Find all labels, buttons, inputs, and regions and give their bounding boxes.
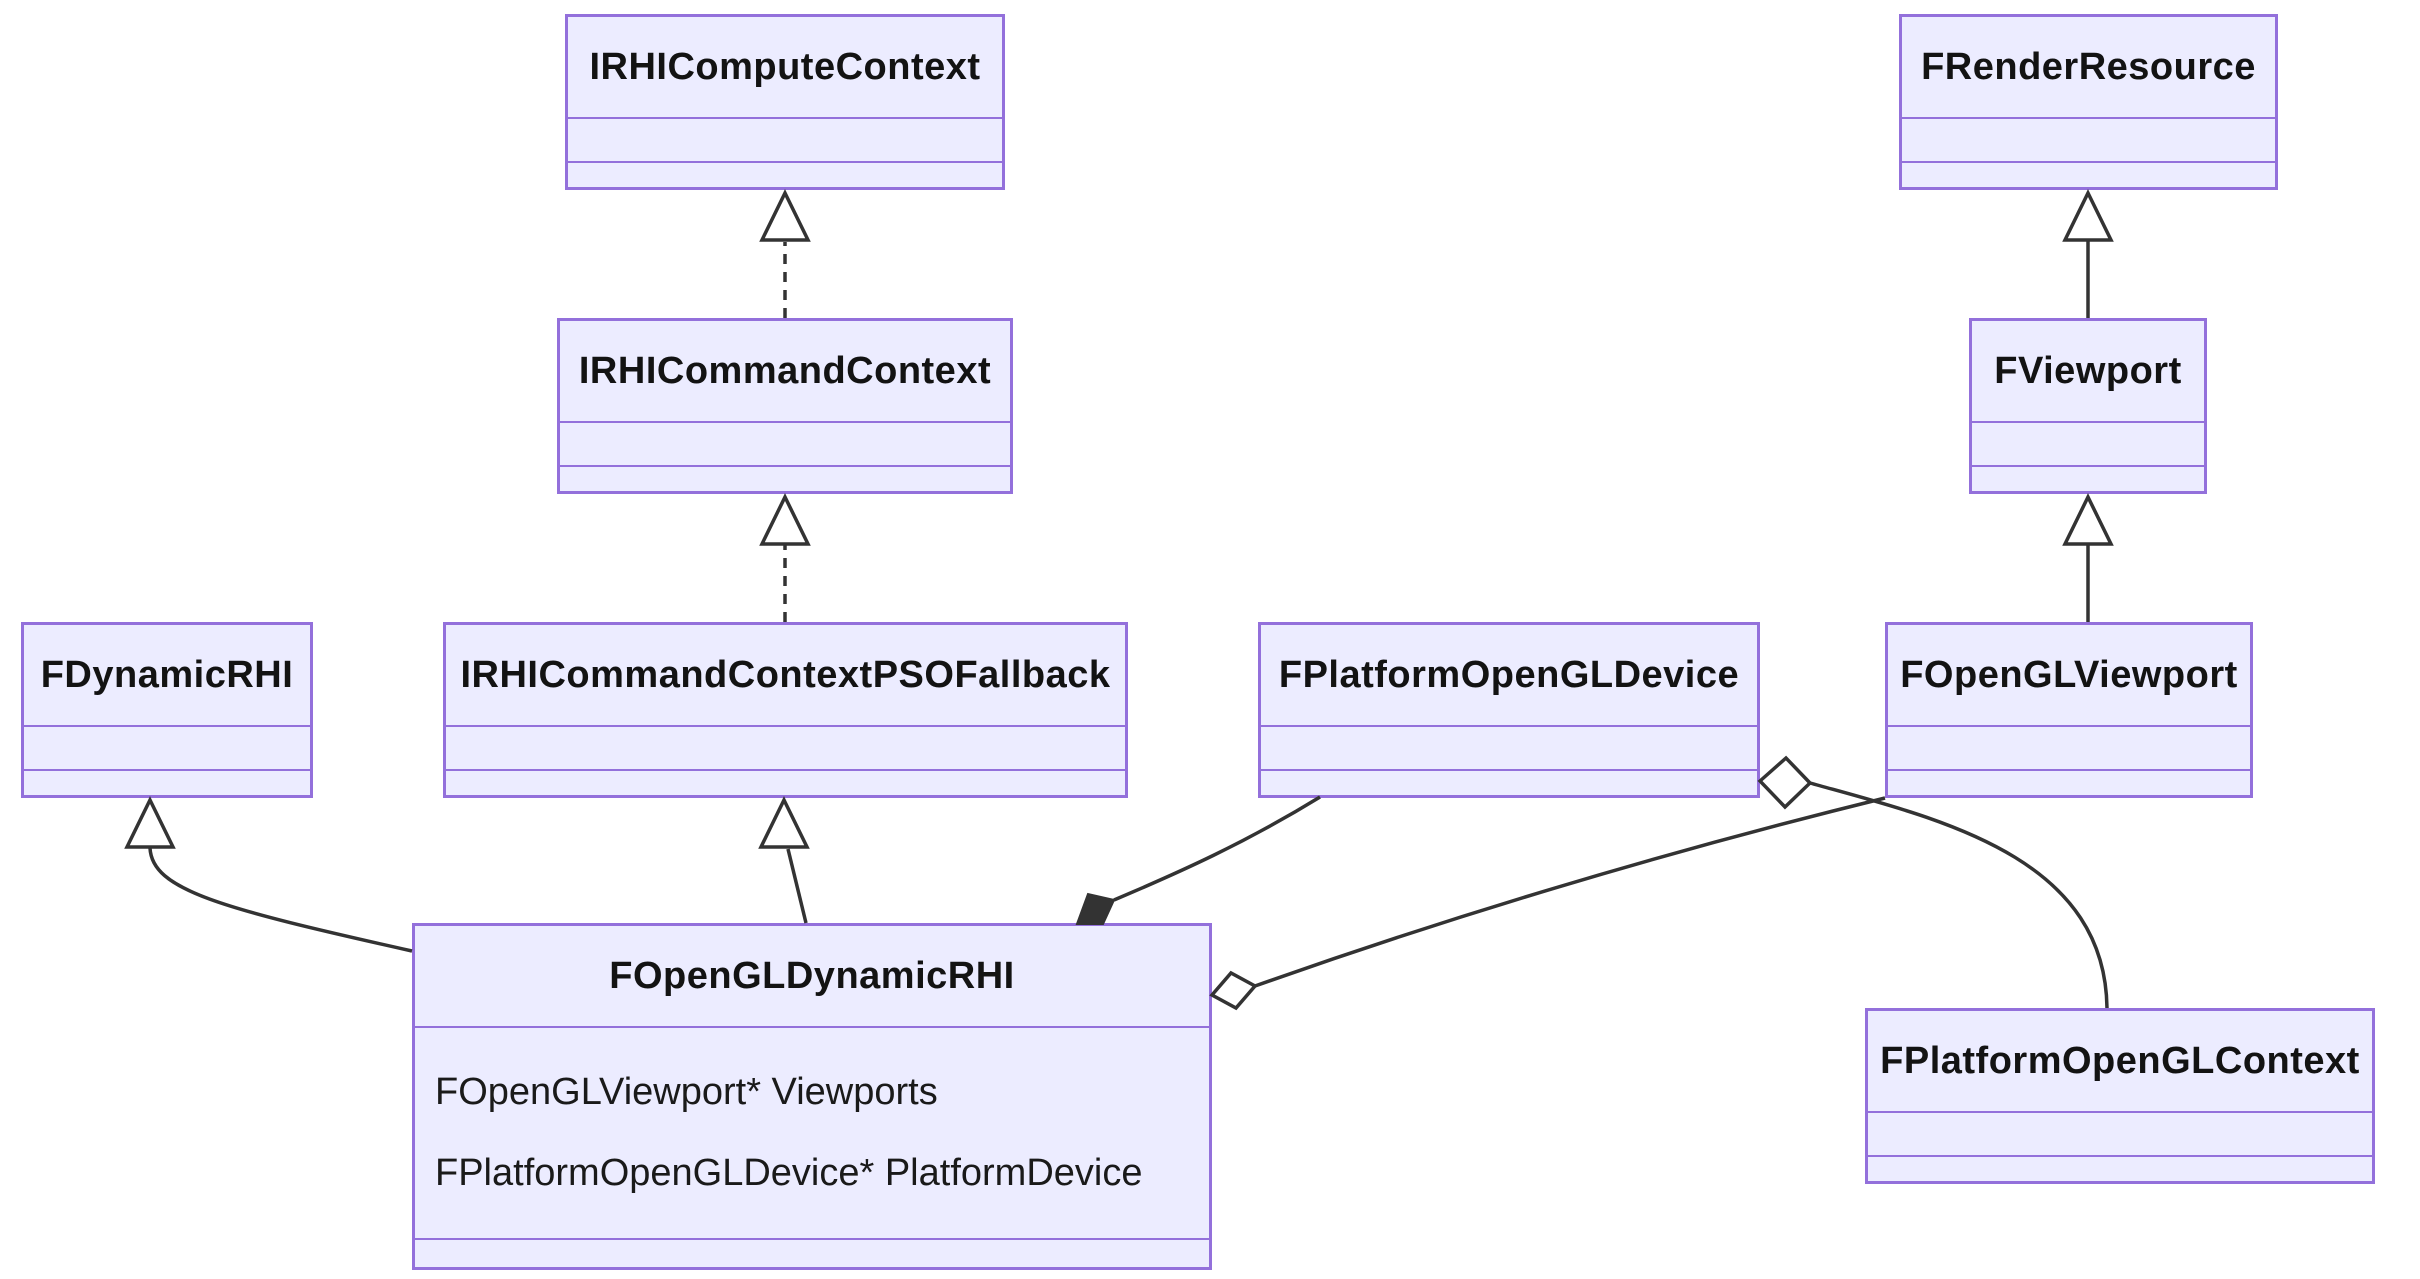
class-title: FOpenGLViewport: [1900, 653, 2238, 696]
edge-inheritance-fopenglviewport-to-fviewport: [2062, 493, 2114, 622]
class-title: FPlatformOpenGLDevice: [1278, 653, 1740, 696]
inheritance-arrowhead-icon: [124, 796, 176, 849]
class-fviewport: FViewport: [1969, 318, 2207, 494]
attributes-compartment: [446, 725, 1125, 769]
attributes-compartment: [1888, 725, 2250, 769]
edge-line: [1113, 795, 1321, 902]
class-title: FDynamicRHI: [40, 653, 294, 696]
class-fopengldynamicrhi: FOpenGLDynamicRHI FOpenGLViewport* Viewp…: [412, 923, 1212, 1270]
methods-compartment: [1261, 769, 1757, 793]
attributes-compartment: [1902, 117, 2275, 161]
edge-composition-fopengldynamicrhi-fplatformopengldevice: [1075, 795, 1321, 925]
attribute-platformdevice: FPlatformOpenGLDevice* PlatformDevice: [435, 1152, 1143, 1194]
aggregation-diamond-icon: [1209, 970, 1258, 1011]
class-title: FOpenGLDynamicRHI: [609, 954, 1015, 997]
inheritance-arrowhead-icon: [759, 189, 811, 242]
attributes-compartment: [1868, 1111, 2372, 1155]
class-irhicommandcontextpsofallback: IRHICommandContextPSOFallback: [443, 622, 1128, 798]
class-frenderresource: FRenderResource: [1899, 14, 2278, 190]
class-fplatformopengldevice: FPlatformOpenGLDevice: [1258, 622, 1760, 798]
methods-compartment: [446, 769, 1125, 793]
methods-compartment: [568, 161, 1002, 185]
class-title: FViewport: [1994, 349, 2182, 392]
methods-compartment: [24, 769, 310, 793]
aggregation-diamond-icon: [1757, 755, 1813, 810]
methods-compartment: [415, 1238, 1209, 1265]
methods-compartment: [1902, 161, 2275, 185]
inheritance-arrowhead-icon: [759, 493, 811, 546]
attributes-compartment: [1261, 725, 1757, 769]
class-fplatformopenglcontext: FPlatformOpenGLContext: [1865, 1008, 2375, 1184]
inheritance-arrowhead-icon: [2062, 189, 2114, 242]
inheritance-arrowhead-icon: [2062, 493, 2114, 546]
attributes-compartment: [568, 117, 1002, 161]
edge-inheritance-fviewport-to-frenderresource: [2062, 189, 2114, 318]
edge-line: [1809, 781, 2109, 1009]
class-irhicommandcontext: IRHICommandContext: [557, 318, 1013, 494]
class-title: IRHICommandContextPSOFallback: [460, 653, 1111, 696]
inheritance-arrowhead-icon: [758, 796, 810, 849]
edge-realization-irhicommandcontextpsofallback-to-irhicommandcontext: [759, 493, 811, 622]
class-irhicomputecontext: IRHIComputeContext: [565, 14, 1005, 190]
attributes-compartment: FOpenGLViewport* Viewports FPlatformOpen…: [415, 1026, 1209, 1238]
attribute-viewports: FOpenGLViewport* Viewports: [435, 1071, 938, 1113]
edge-line: [148, 847, 413, 953]
methods-compartment: [560, 465, 1010, 489]
class-fdynamicrhi: FDynamicRHI: [21, 622, 313, 798]
class-title: IRHICommandContext: [578, 349, 992, 392]
attributes-compartment: [1972, 421, 2204, 465]
class-title: FPlatformOpenGLContext: [1880, 1039, 2360, 1082]
edge-realization-irhicommandcontext-to-irhicomputecontext: [759, 189, 811, 318]
attributes-compartment: [560, 421, 1010, 465]
edge-line: [786, 848, 808, 924]
edge-inheritance-fopengldynamicrhi-to-fdynamicrhi: [124, 796, 413, 953]
attributes-compartment: [24, 725, 310, 769]
methods-compartment: [1868, 1155, 2372, 1179]
methods-compartment: [1972, 465, 2204, 489]
class-title: FRenderResource: [1921, 45, 2256, 88]
composition-diamond-icon: [1075, 892, 1116, 925]
edge-aggregation-fopengldynamicrhi-fopenglviewport: [1209, 796, 1886, 1011]
edge-inheritance-fopengldynamicrhi-to-irhicommandcontextpsofallback: [758, 796, 810, 924]
methods-compartment: [1888, 769, 2250, 793]
edge-line: [1254, 796, 1886, 988]
class-title: IRHIComputeContext: [589, 45, 981, 88]
class-fopenglviewport: FOpenGLViewport: [1885, 622, 2253, 798]
